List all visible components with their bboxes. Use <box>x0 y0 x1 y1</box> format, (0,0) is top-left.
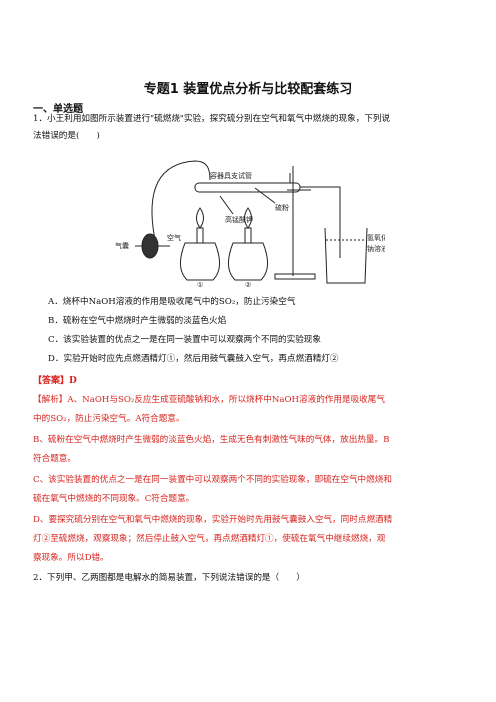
analysis-line-4: 符合题意。 <box>33 454 76 464</box>
option-c: C．该实验装置的优点之一是在同一装置中可以观察两个不同的实验现象 <box>48 335 321 345</box>
label-bulb: 气囊 <box>115 241 129 250</box>
question-1-stem-line-2: 法错误的是( ) <box>33 131 100 141</box>
option-d: D．实验开始时应先点燃酒精灯①，然后用鼓气囊鼓入空气，再点燃酒精灯② <box>48 354 339 364</box>
label-lamp-1: ① <box>197 281 203 288</box>
label-naoh-2: 钠溶液 <box>367 244 385 253</box>
label-naoh-1: 氢氧化 <box>367 233 385 242</box>
analysis-line-5: C、该实验装置的优点之一是在同一装置中可以观察两个不同的实验现象，即硫在空气中燃… <box>33 475 392 485</box>
label-lamp-2: ② <box>245 281 251 288</box>
page-title: 专题1 装置优点分析与比较配套练习 <box>143 82 353 97</box>
question-1-stem-line-1: 1．小王利用如图所示装置进行"硫燃烧"实验，探究硫分别在空气和氧气中燃烧的现象，… <box>33 114 391 124</box>
alcohol-lamp-1 <box>180 242 220 281</box>
stand-base <box>274 273 316 280</box>
option-b: B．硫粉在空气中燃烧时产生微弱的淡蓝色火焰 <box>48 316 227 326</box>
option-a: A．烧杯中NaOH溶液的作用是吸收尾气中的SO₂，防止污染空气 <box>48 297 296 307</box>
answer-line: 【答案】D <box>33 376 77 386</box>
label-tube: 容器具支试管 <box>210 171 252 180</box>
section-heading: 一、单选题 <box>33 104 83 115</box>
analysis-line-7: D、要探究硫分别在空气和氧气中燃烧的现象，实验开始时先用鼓气囊鼓入空气，同时点燃… <box>33 515 393 525</box>
label-kmno4: 高锰酸钾 <box>225 215 253 224</box>
apparatus-figure: 容器具支试管 高锰酸钾 硫粉 气囊 空气 氢氧化 钠溶液 ① ② <box>115 160 385 288</box>
beaker <box>324 227 368 284</box>
analysis-line-6: 硫在氧气中燃烧的不同现象。C符合题意。 <box>33 494 195 504</box>
analysis-line-3: B、硫粉在空气中燃烧时产生微弱的淡蓝色火焰，生成无色有刺激性气味的气体，放出热量… <box>33 435 390 445</box>
question-2-stem: 2．下列甲、乙两图都是电解水的简易装置，下列说法错误的是（ ） <box>33 573 305 583</box>
alcohol-lamp-2 <box>228 242 268 281</box>
tube <box>194 182 301 193</box>
outlet-pipe <box>330 186 341 258</box>
air-bulb <box>141 233 159 259</box>
analysis-line-2: 中的SO₂，防止污染空气。A符合题意。 <box>33 414 185 424</box>
label-air: 空气 <box>167 233 181 242</box>
label-sulfur: 硫粉 <box>275 203 289 212</box>
analysis-line-1: 【解析】A、NaOH与SO₂反应生成亚硫酸钠和水，所以烧杯中NaOH溶液的作用是… <box>33 395 385 405</box>
rubber-hose <box>151 160 211 241</box>
analysis-line-8: 灯②至硫燃烧，观察现象；然后停止鼓入空气，再点燃酒精灯①，使硫在氧气中继续燃烧，… <box>33 534 386 544</box>
analysis-line-9: 察现象。所以D错。 <box>33 553 109 563</box>
